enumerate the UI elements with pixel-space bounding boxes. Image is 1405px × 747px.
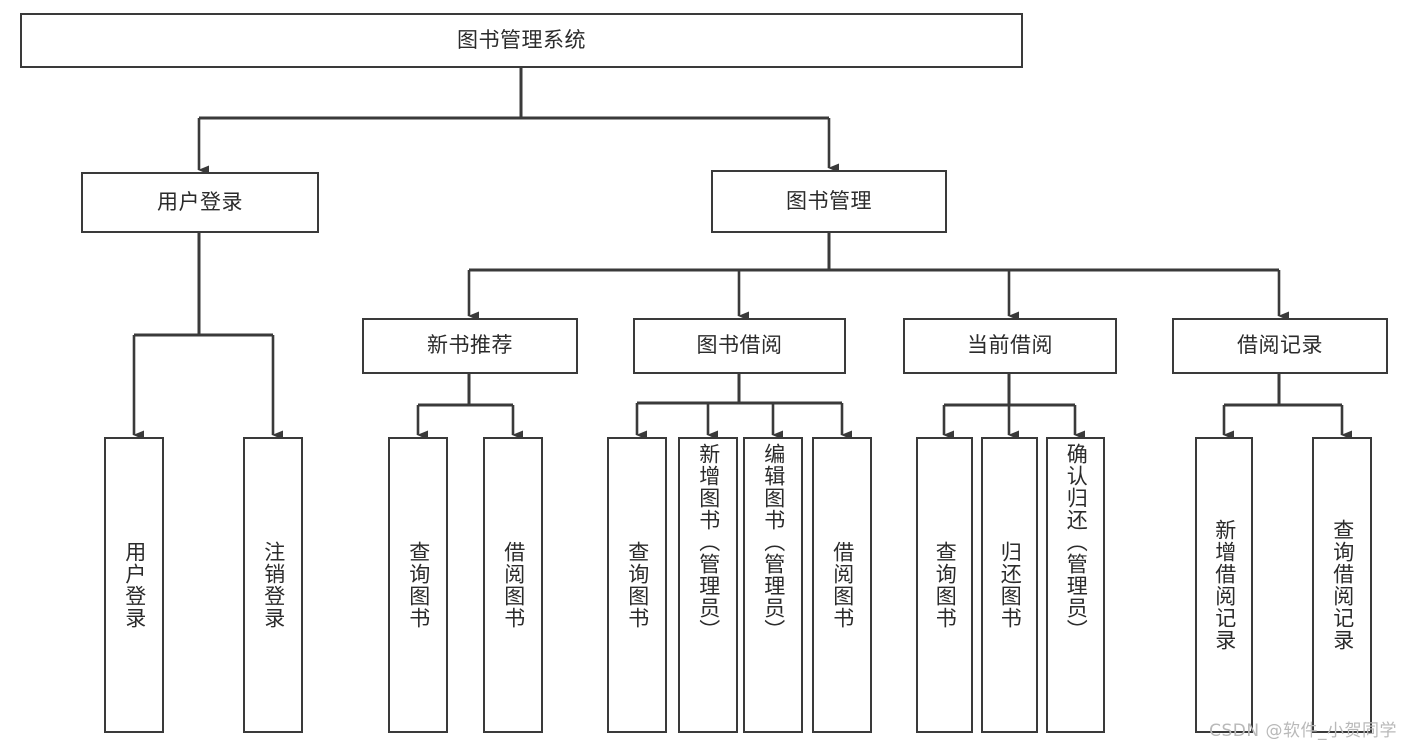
node-leaf-6-label: 编辑图书（管理员） — [761, 443, 786, 641]
node-leaf-9[interactable]: 归还图书 — [981, 437, 1038, 733]
node-leaf-0-label: 用户登录 — [122, 541, 147, 629]
node-level3-2-label: 当前借阅 — [967, 333, 1053, 358]
node-leaf-0[interactable]: 用户登录 — [104, 437, 164, 733]
node-leaf-8-label: 查询图书 — [933, 541, 958, 629]
node-leaf-10-label: 确认归还（管理员） — [1064, 443, 1089, 641]
node-leaf-2[interactable]: 查询图书 — [388, 437, 448, 733]
node-leaf-6[interactable]: 编辑图书（管理员） — [743, 437, 803, 733]
node-level3-3[interactable]: 借阅记录 — [1172, 318, 1388, 374]
node-leaf-3[interactable]: 借阅图书 — [483, 437, 543, 733]
node-level3-1[interactable]: 图书借阅 — [633, 318, 846, 374]
node-level3-0[interactable]: 新书推荐 — [362, 318, 578, 374]
node-leaf-4[interactable]: 查询图书 — [607, 437, 667, 733]
node-level2-1-label: 图书管理 — [786, 188, 872, 213]
node-leaf-5[interactable]: 新增图书（管理员） — [678, 437, 738, 733]
node-level2-0[interactable]: 用户登录 — [81, 172, 319, 233]
node-leaf-5-label: 新增图书（管理员） — [696, 443, 721, 641]
node-leaf-2-label: 查询图书 — [406, 541, 431, 629]
node-leaf-1-label: 注销登录 — [261, 541, 286, 629]
node-root[interactable]: 图书管理系统 — [20, 13, 1023, 68]
node-level3-1-label: 图书借阅 — [696, 333, 783, 358]
node-leaf-11[interactable]: 新增借阅记录 — [1195, 437, 1253, 733]
node-leaf-7-label: 借阅图书 — [830, 541, 855, 629]
node-leaf-11-label: 新增借阅记录 — [1212, 519, 1237, 651]
node-level3-0-label: 新书推荐 — [427, 333, 513, 358]
node-leaf-7[interactable]: 借阅图书 — [812, 437, 872, 733]
node-level3-2[interactable]: 当前借阅 — [903, 318, 1117, 374]
node-level3-3-label: 借阅记录 — [1237, 333, 1323, 358]
node-level2-0-label: 用户登录 — [157, 189, 243, 214]
node-leaf-3-label: 借阅图书 — [501, 541, 526, 629]
node-leaf-1[interactable]: 注销登录 — [243, 437, 303, 733]
node-level2-1[interactable]: 图书管理 — [711, 170, 947, 233]
node-root-label: 图书管理系统 — [457, 27, 586, 52]
node-leaf-9-label: 归还图书 — [998, 541, 1023, 629]
node-leaf-10[interactable]: 确认归还（管理员） — [1046, 437, 1105, 733]
node-leaf-12[interactable]: 查询借阅记录 — [1312, 437, 1372, 733]
node-leaf-8[interactable]: 查询图书 — [916, 437, 973, 733]
node-leaf-12-label: 查询借阅记录 — [1330, 519, 1355, 651]
node-leaf-4-label: 查询图书 — [625, 541, 650, 629]
